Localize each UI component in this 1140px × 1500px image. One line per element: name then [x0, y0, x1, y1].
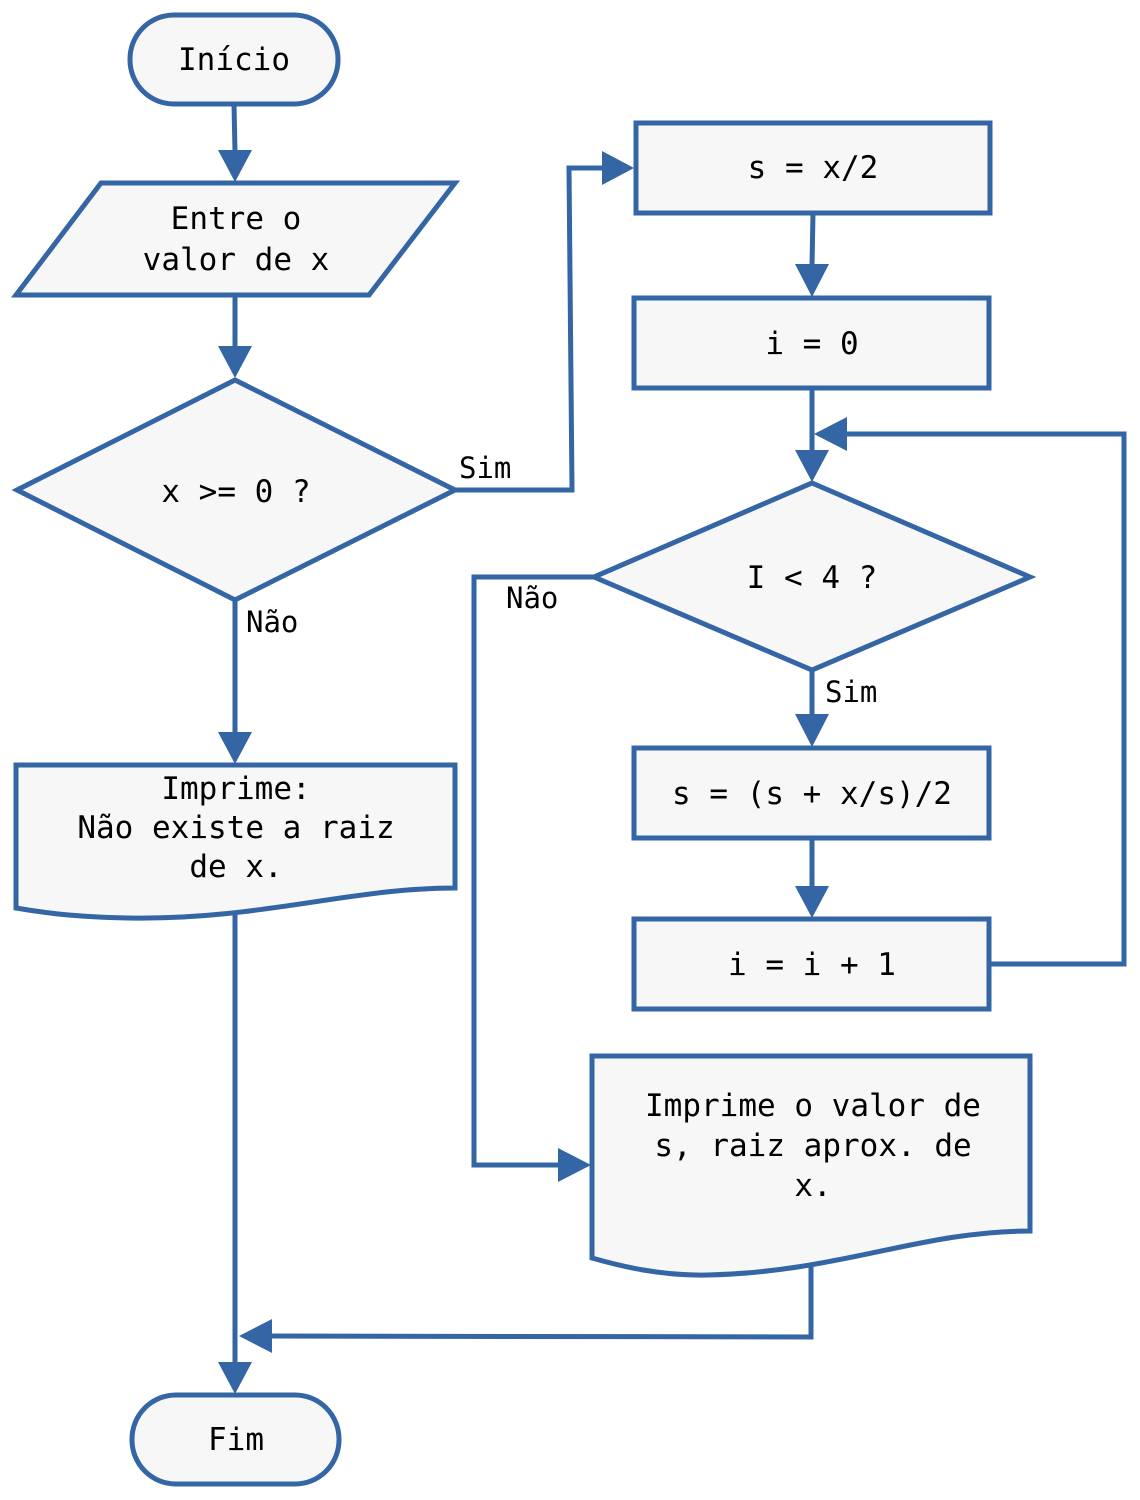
arrowhead — [795, 886, 829, 918]
start-terminator: Início — [127, 12, 341, 107]
arrowhead — [602, 151, 634, 185]
decision-i-less-4: I < 4 ? — [587, 480, 1037, 673]
input-label-line2: valor de x — [143, 242, 330, 278]
arrowhead — [218, 346, 252, 378]
input-parallelogram: Entre o valor de x — [10, 180, 461, 298]
s-update-label: s = (s + x/s)/2 — [672, 776, 952, 812]
root-line3: x. — [794, 1168, 831, 1204]
end-terminator: Fim — [129, 1392, 342, 1487]
process-s-update: s = (s + x/s)/2 — [631, 745, 992, 841]
label-cond-x-yes: Sim — [459, 451, 511, 485]
no-root-line2: Não existe a raiz — [77, 810, 394, 846]
process-s-init: s = x/2 — [633, 120, 993, 216]
i-init-label: i = 0 — [765, 326, 858, 362]
s-init-label: s = x/2 — [748, 150, 879, 186]
label-cond-i-yes: Sim — [825, 675, 877, 709]
no-root-line3: de x. — [189, 849, 282, 885]
arrowhead — [795, 714, 829, 747]
edge-cond-i-no — [471, 574, 594, 1168]
arrowhead — [218, 1362, 252, 1394]
arrowhead — [558, 1148, 591, 1182]
edge-s-init-i-init — [809, 212, 816, 267]
decision-x-label: x >= 0 ? — [161, 474, 310, 510]
edge-cond-x-yes — [455, 165, 606, 493]
decision-i-label: I < 4 ? — [747, 560, 878, 596]
arrowhead — [218, 150, 252, 182]
start-label: Início — [178, 42, 290, 78]
decision-x-nonnegative: x >= 0 ? — [11, 377, 461, 603]
arrowhead — [814, 417, 847, 451]
edge-inicio-entrada — [231, 103, 238, 153]
no-root-line1: Imprime: — [161, 771, 310, 807]
root-line2: s, raiz aprox. de — [654, 1128, 971, 1164]
edge-loop-back — [845, 431, 1127, 967]
output-document-no-root: Imprime: Não existe a raiz de x. — [13, 762, 458, 921]
input-label-line1: Entre o — [171, 201, 302, 237]
arrowhead — [239, 1319, 272, 1353]
label-cond-i-no: Não — [506, 581, 558, 615]
i-inc-label: i = i + 1 — [728, 947, 896, 983]
arrowhead — [795, 450, 829, 482]
root-line1: Imprime o valor de — [645, 1088, 981, 1124]
arrowhead — [795, 264, 829, 297]
process-i-increment: i = i + 1 — [631, 916, 992, 1012]
label-cond-x-no: Não — [246, 605, 298, 639]
edge-imprime-s-fim — [269, 1265, 814, 1340]
process-i-init: i = 0 — [631, 295, 992, 391]
arrowhead — [218, 732, 252, 764]
output-document-root: Imprime o valor de s, raiz aprox. de x. — [589, 1053, 1033, 1278]
end-label: Fim — [208, 1422, 264, 1458]
